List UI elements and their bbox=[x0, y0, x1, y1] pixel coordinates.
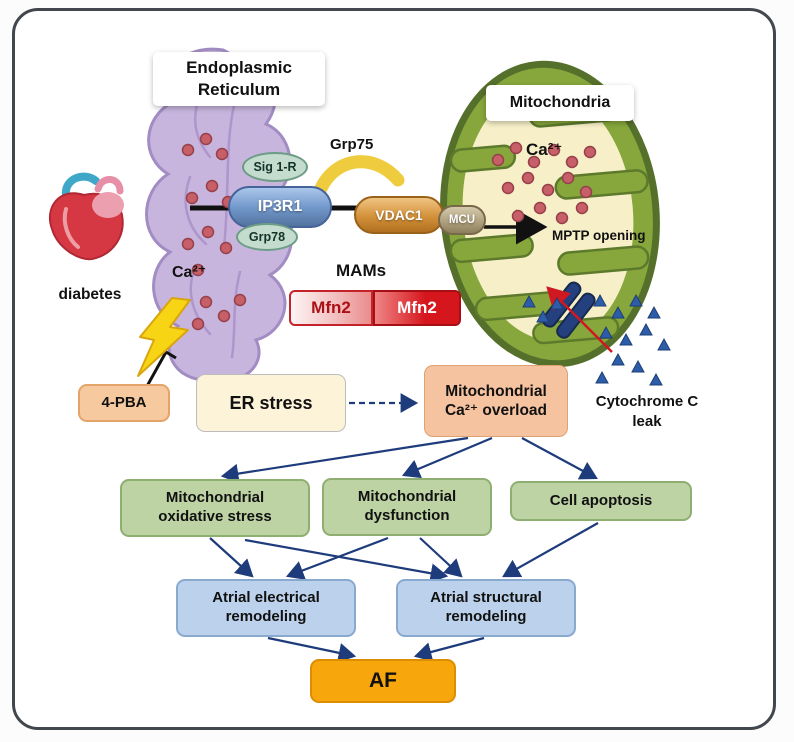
mfn2-left-box: Mfn2 bbox=[289, 290, 373, 326]
diabetes-label: diabetes bbox=[58, 286, 122, 303]
cytochrome-leak-label: Cytochrome C leak bbox=[595, 393, 699, 430]
vdac1-label: VDAC1 bbox=[375, 207, 423, 223]
mcu-channel: MCU bbox=[438, 205, 486, 235]
mito-calcium-overload-label: Mitochondrial Ca²⁺ overload bbox=[444, 382, 548, 419]
mitochondria-title-label: Mitochondria bbox=[509, 94, 611, 111]
calcium-label-mito: Ca²⁺ bbox=[526, 140, 563, 159]
vdac1-channel: VDAC1 bbox=[354, 196, 444, 234]
calcium-label-er: Ca²⁺ bbox=[172, 264, 207, 281]
grp75-label: Grp75 bbox=[330, 136, 374, 153]
mcu-label: MCU bbox=[448, 214, 476, 226]
mfn2-right-label: Mfn2 bbox=[397, 298, 437, 317]
er-title-box: Endoplasmic Reticulum bbox=[153, 52, 325, 106]
apoptosis-label: Cell apoptosis bbox=[549, 491, 653, 509]
ip3r1-channel: IP3R1 bbox=[228, 186, 332, 228]
oxidative-stress-label: Mitochondrial oxidative stress bbox=[158, 489, 272, 525]
mfn2-right-box: Mfn2 bbox=[373, 290, 461, 326]
electrical-remodeling-box: Atrial electrical remodeling bbox=[176, 579, 356, 637]
dysfunction-box: Mitochondrial dysfunction bbox=[322, 478, 492, 536]
mfn2-left-label: Mfn2 bbox=[311, 298, 351, 317]
mptp-opening-label: MPTP opening bbox=[552, 228, 646, 243]
er-stress-label: ER stress bbox=[229, 392, 313, 413]
mitochondria-title-box: Mitochondria bbox=[486, 85, 634, 121]
er-stress-box: ER stress bbox=[196, 374, 346, 432]
af-label: AF bbox=[369, 668, 397, 692]
er-title-label: Endoplasmic Reticulum bbox=[186, 57, 292, 99]
apoptosis-box: Cell apoptosis bbox=[510, 481, 692, 521]
electrical-remodeling-label: Atrial electrical remodeling bbox=[212, 589, 320, 625]
structural-remodeling-box: Atrial structural remodeling bbox=[396, 579, 576, 637]
sig1r-label: Sig 1-R bbox=[253, 160, 297, 174]
oxidative-stress-box: Mitochondrial oxidative stress bbox=[120, 479, 310, 537]
sig1r-protein: Sig 1-R bbox=[242, 152, 308, 182]
dysfunction-label: Mitochondrial dysfunction bbox=[357, 488, 457, 524]
grp78-label: Grp78 bbox=[248, 230, 286, 244]
structural-remodeling-label: Atrial structural remodeling bbox=[430, 589, 542, 625]
pba-box: 4-PBA bbox=[78, 384, 170, 422]
grp78-protein: Grp78 bbox=[236, 223, 298, 251]
af-box: AF bbox=[310, 659, 456, 703]
pba-label: 4-PBA bbox=[101, 393, 147, 411]
ip3r1-label: IP3R1 bbox=[257, 198, 303, 215]
mito-calcium-overload-box: Mitochondrial Ca²⁺ overload bbox=[424, 365, 568, 437]
mams-label: MAMs bbox=[336, 261, 387, 280]
